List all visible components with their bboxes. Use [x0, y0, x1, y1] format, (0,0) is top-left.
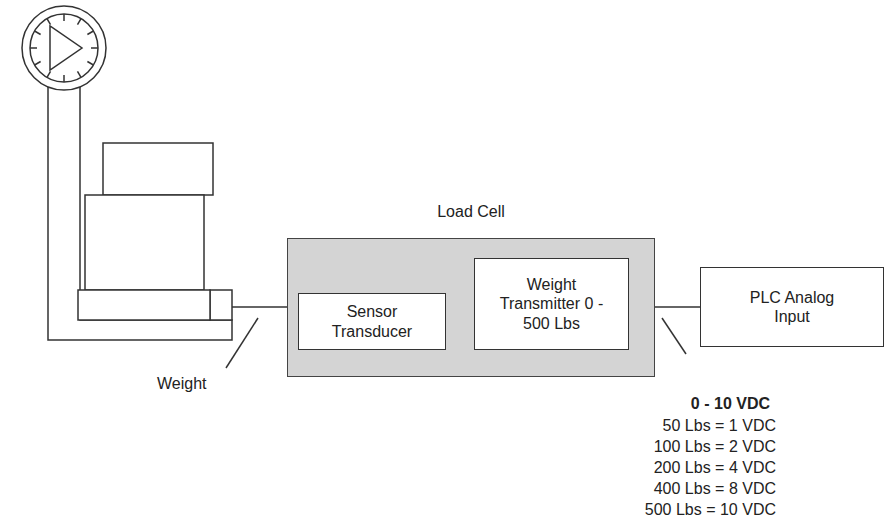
scale-note: 400 Lbs = 8 VDC: [654, 479, 776, 498]
box-label: Sensor Transducer: [322, 302, 422, 340]
range-label: 0 - 10 VDC: [691, 394, 770, 413]
scale-frame: [48, 86, 232, 340]
leader-line: [662, 318, 686, 354]
scale-note: 200 Lbs = 4 VDC: [654, 458, 776, 477]
leader-line: [226, 318, 258, 368]
dial-inner: [30, 14, 98, 82]
scale-note: 100 Lbs = 2 VDC: [654, 437, 776, 456]
load-cell-housing: Load CellSensor TransducerWeight Transmi…: [287, 238, 655, 377]
dial-pointer: [50, 26, 82, 70]
dial-ticks: [30, 14, 98, 82]
transmitter-box: Weight Transmitter 0 - 500 Lbs: [474, 258, 629, 350]
upper-box: [103, 143, 213, 195]
box-label: Weight Transmitter 0 - 500 Lbs: [496, 275, 608, 333]
scale-note: 50 Lbs = 1 VDC: [663, 416, 776, 435]
dial-outer: [22, 6, 106, 90]
weight-wire: [232, 306, 288, 308]
box-label: PLC Analog Input: [732, 288, 852, 326]
signal-label: Weight: [157, 374, 207, 393]
signal-wire: [655, 306, 700, 308]
sensor-box: Sensor Transducer: [298, 293, 446, 350]
lower-box: [85, 195, 204, 290]
plc-box: PLC Analog Input: [700, 267, 884, 347]
housing-heading: Load Cell: [288, 203, 654, 221]
box-base: [78, 290, 210, 320]
platform-block: [210, 290, 232, 320]
scale-note: 500 Lbs = 10 VDC: [645, 500, 776, 519]
